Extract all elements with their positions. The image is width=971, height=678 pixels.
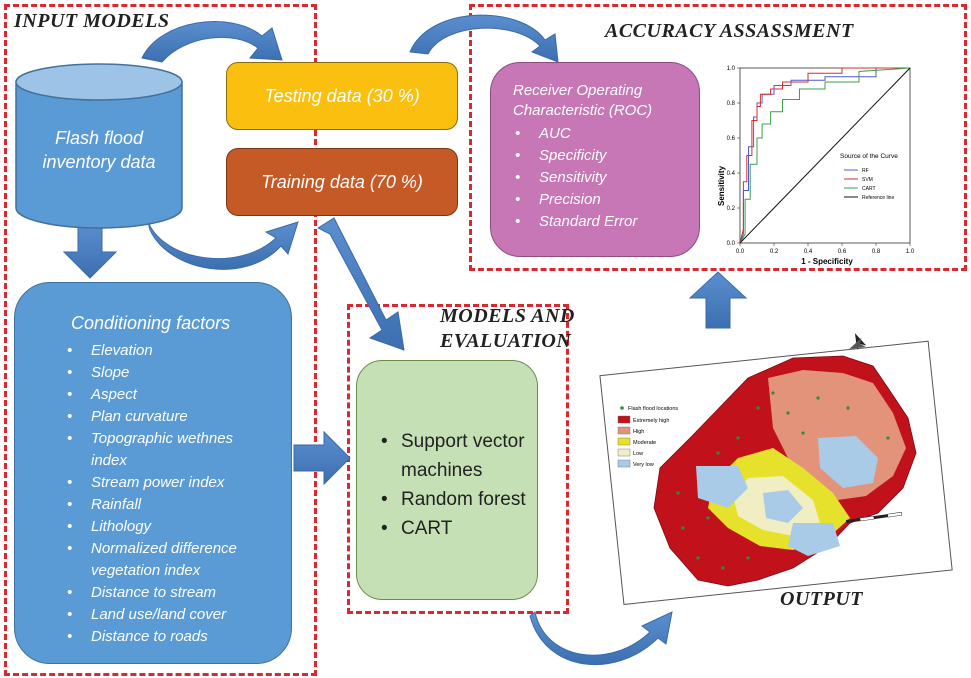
- list-item: Distance to roads: [61, 626, 271, 648]
- arrow-down-to-conditioning: [62, 221, 118, 279]
- list-item: CART: [379, 514, 529, 543]
- north-arrow-icon: [849, 333, 867, 350]
- legend-entry: SVM: [862, 177, 873, 183]
- models-box: Support vector machines Random forest CA…: [356, 360, 538, 600]
- y-tick-label: 0.2: [727, 206, 736, 212]
- map-legend: Flash flood locations Extremely highHigh…: [617, 406, 678, 468]
- map-legend-swatch: [617, 459, 631, 468]
- legend-title: Source of the Curve: [840, 153, 898, 160]
- models-evaluation-title-line1: MODELS AND: [440, 305, 575, 327]
- arrow-up-to-accuracy: [688, 271, 748, 329]
- susceptibility-map: Flash flood locations Extremely highHigh…: [599, 333, 953, 606]
- arrow-training-to-models: [316, 217, 405, 351]
- arrow-to-roc: [409, 14, 559, 63]
- map-legend-swatch: [617, 448, 631, 457]
- roc-chart: Sensitivity 1 - Specificity 0.0 0.2 0.4 0.6…: [717, 66, 915, 266]
- y-tick-label: 0.6: [727, 136, 736, 142]
- list-item: Stream power index: [61, 472, 271, 494]
- testing-data-box: Testing data (30 %): [226, 62, 458, 130]
- list-item: Distance to stream: [61, 582, 271, 604]
- x-tick-label: 0.4: [804, 249, 813, 255]
- list-item: Sensitivity: [513, 167, 689, 189]
- map-legend-swatch: [617, 437, 631, 446]
- roc-title: Receiver Operating Characteristic (ROC): [513, 82, 653, 119]
- x-axis-label: 1 - Specificity: [801, 257, 853, 266]
- x-tick-label: 0.2: [770, 249, 779, 255]
- list-item: Lithology: [61, 516, 271, 538]
- series-line-reference-line: [739, 67, 911, 244]
- legend-entry: RF: [862, 168, 869, 174]
- map-legend-label: Low: [633, 451, 643, 457]
- inventory-label-line2: inventory data: [42, 152, 156, 172]
- series-line-rf: [739, 67, 910, 244]
- accuracy-assessment-title: ACCURACY ASSASSMENT: [605, 20, 854, 42]
- series-line-svm: [739, 67, 910, 244]
- input-models-title: INPUT MODELS: [14, 10, 170, 32]
- input-models-frame: [4, 4, 317, 676]
- arrow-conditioning-to-models: [293, 430, 351, 486]
- x-tick-label: 0.8: [872, 249, 881, 255]
- y-tick-label: 1.0: [727, 66, 736, 72]
- list-item: Slope: [61, 362, 271, 384]
- map-legend-swatch: [617, 415, 631, 424]
- map-legend-swatch: [617, 426, 631, 435]
- testing-data-label: Testing data (30 %): [264, 85, 420, 106]
- legend-entry: CART: [862, 186, 876, 192]
- training-data-label: Training data (70 %): [261, 171, 423, 192]
- list-item: Aspect: [61, 384, 271, 406]
- y-tick-label: 0.8: [727, 101, 736, 107]
- map-legend-label: High: [633, 429, 644, 435]
- list-item: Standard Error: [513, 211, 689, 233]
- list-item: Plan curvature: [61, 406, 271, 428]
- conditioning-factors-box: Conditioning factors Elevation Slope Asp…: [14, 282, 292, 664]
- inventory-cylinder: [15, 63, 183, 229]
- list-item: Rainfall: [61, 494, 271, 516]
- list-item: Support vector machines: [379, 427, 529, 485]
- map-legend-label: Extremely high: [633, 418, 669, 424]
- conditioning-factors-list: Elevation Slope Aspect Plan curvature To…: [61, 340, 271, 648]
- list-item: Normalized difference vegetation index: [61, 538, 251, 582]
- inventory-label: Flash flood inventory data: [24, 126, 174, 174]
- x-tick-label: 1.0: [906, 249, 915, 255]
- map-legend-label: Moderate: [633, 440, 656, 446]
- y-tick-label: 0.0: [727, 241, 736, 247]
- list-item: Specificity: [513, 145, 689, 167]
- output-title: OUTPUT: [780, 588, 863, 610]
- roc-box: Receiver Operating Characteristic (ROC) …: [490, 62, 700, 257]
- conditioning-factors-title: Conditioning factors: [71, 313, 231, 333]
- roc-list: AUC Specificity Sensitivity Precision St…: [513, 123, 689, 233]
- legend-entry: Reference line: [862, 195, 894, 201]
- y-tick-label: 0.4: [727, 171, 736, 177]
- series-line-cart: [739, 67, 911, 244]
- list-item: Topographic wethnes index: [61, 428, 241, 472]
- y-axis-label: Sensitivity: [717, 165, 726, 206]
- arrow-to-testing: [141, 21, 283, 63]
- map-legend-label: Very low: [633, 462, 654, 468]
- x-tick-label: 0.0: [736, 249, 745, 255]
- models-list: Support vector machines Random forest CA…: [379, 427, 529, 543]
- inventory-label-line1: Flash flood: [54, 128, 144, 148]
- accuracy-assessment-frame: [469, 4, 967, 271]
- training-data-box: Training data (70 %): [226, 148, 458, 216]
- x-tick-label: 0.6: [838, 249, 847, 255]
- arrow-models-to-output: [529, 611, 673, 666]
- list-item: AUC: [513, 123, 689, 145]
- list-item: Random forest: [379, 485, 529, 514]
- map-legend-title: Flash flood locations: [628, 406, 678, 412]
- models-evaluation-title-line2: EVALUATION: [440, 330, 572, 352]
- list-item: Precision: [513, 189, 689, 211]
- arrow-to-training: [147, 221, 299, 270]
- list-item: Land use/land cover: [61, 604, 271, 626]
- list-item: Elevation: [61, 340, 271, 362]
